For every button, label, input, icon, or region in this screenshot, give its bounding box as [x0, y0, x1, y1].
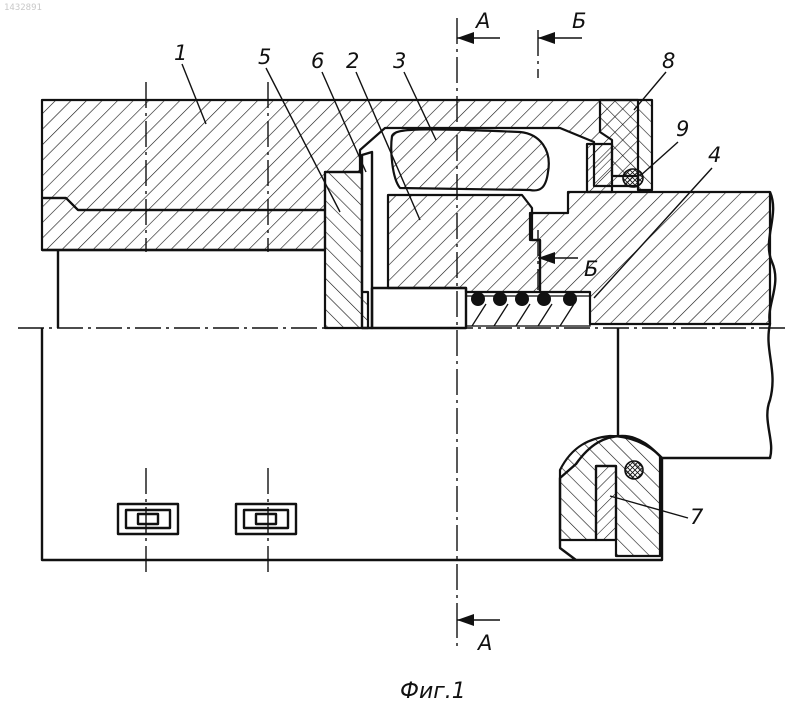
svg-text:1: 1 — [174, 41, 187, 65]
seal-insert — [596, 466, 616, 540]
svg-text:9: 9 — [676, 117, 689, 141]
o-ring-lower — [625, 461, 643, 479]
section-arrow-a-top: А — [457, 9, 500, 44]
section-arrow-a-bottom: А — [457, 614, 500, 655]
inner-bore — [42, 250, 325, 328]
svg-text:2: 2 — [346, 49, 359, 73]
svg-text:Б: Б — [572, 9, 586, 33]
svg-text:5: 5 — [258, 45, 271, 69]
upper-section — [42, 100, 775, 328]
svg-text:6: 6 — [311, 49, 324, 73]
fastener-left — [118, 504, 178, 534]
shaft-outline-lower — [618, 324, 773, 458]
svg-text:А: А — [474, 9, 490, 33]
svg-text:8: 8 — [662, 49, 675, 73]
spring-part-4 — [466, 292, 590, 326]
slider-part-2 — [388, 195, 540, 292]
seal-ring-seat — [587, 144, 612, 192]
figure-caption: Фиг.1 — [400, 679, 466, 704]
fastener-right — [236, 504, 296, 534]
svg-text:Б: Б — [584, 257, 598, 281]
document-stamp: 1432891 — [4, 3, 42, 13]
section-arrow-b-top: Б — [538, 9, 586, 44]
svg-text:3: 3 — [393, 49, 406, 73]
roller-part-3 — [391, 129, 548, 190]
svg-text:А: А — [476, 631, 492, 655]
svg-text:4: 4 — [708, 143, 721, 167]
svg-text:7: 7 — [690, 505, 704, 529]
o-ring-part-9 — [623, 169, 643, 187]
pin — [372, 288, 466, 328]
lower-section — [42, 324, 773, 560]
